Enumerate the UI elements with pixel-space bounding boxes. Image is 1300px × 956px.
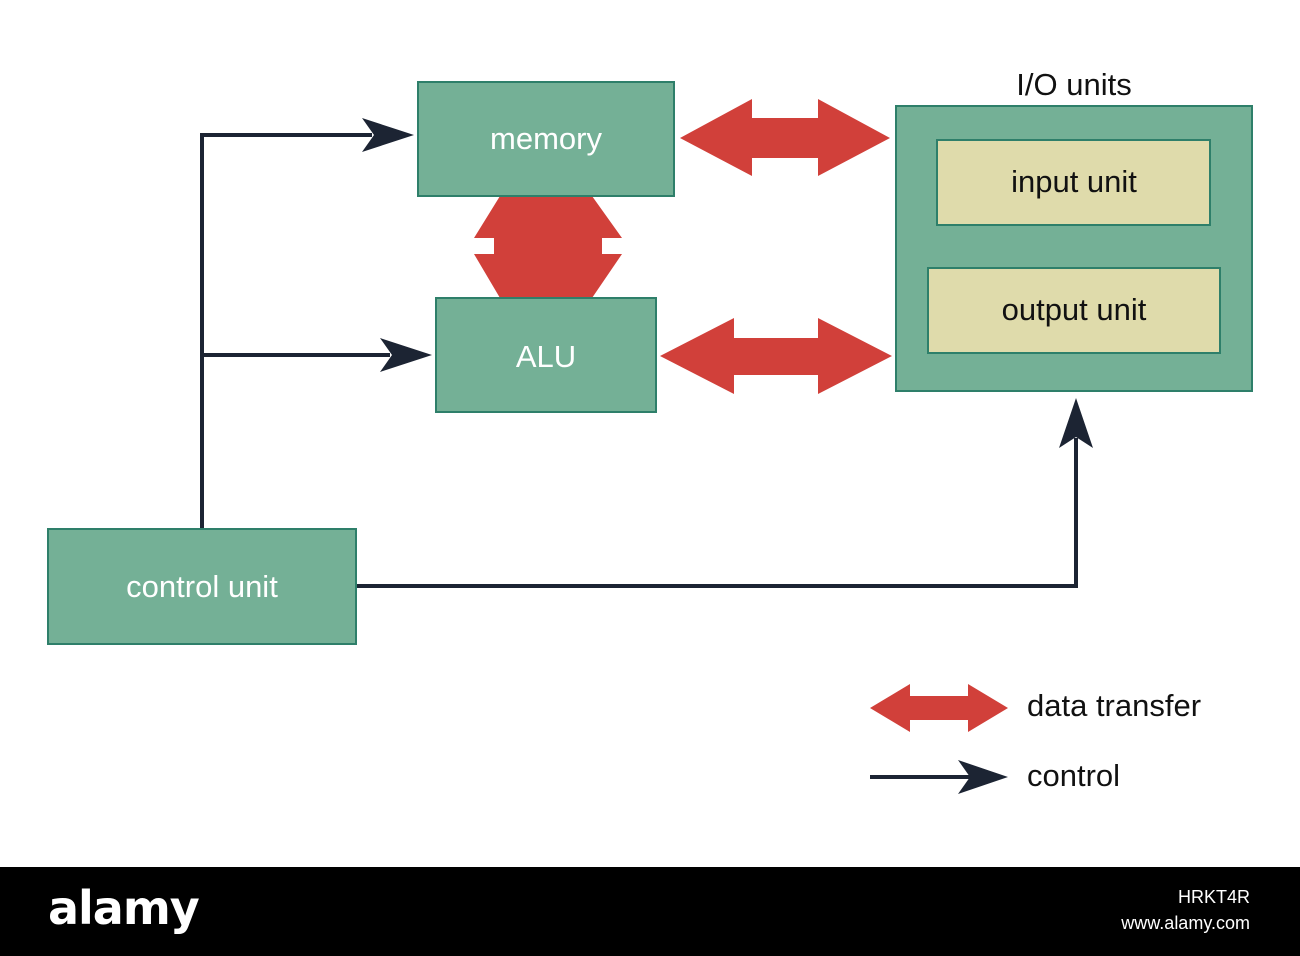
legend-data-arrow-icon [870, 684, 1008, 732]
control-arrowhead-alu [380, 338, 432, 372]
architecture-diagram: memory ALU control unit I/O units input … [47, 67, 1253, 794]
control-arrowhead-memory [362, 118, 414, 152]
control-edge-to-io [357, 438, 1078, 588]
memory-box: memory [417, 81, 675, 197]
output-unit-box: output unit [927, 267, 1221, 354]
memory-label: memory [490, 121, 602, 156]
site-url-text: www.alamy.com [1121, 913, 1250, 933]
legend: data transfer control [870, 684, 1201, 794]
control-arrowhead-io [1059, 398, 1093, 448]
legend-control-label: control [1027, 758, 1120, 793]
input-unit-box: input unit [936, 139, 1211, 226]
legend-control-arrowhead-icon [958, 760, 1008, 794]
control-edge-to-memory [200, 133, 372, 528]
data-arrows [474, 99, 892, 394]
watermark-footer: alamy HRKT4R www.alamy.com [0, 867, 1300, 956]
alamy-logo: alamy [48, 881, 200, 935]
control-unit-label: control unit [126, 569, 278, 604]
input-unit-label: input unit [1011, 164, 1137, 199]
data-arrow-alu-io [660, 318, 892, 394]
alu-box: ALU [435, 297, 657, 413]
legend-data-transfer-label: data transfer [1027, 688, 1201, 723]
io-units-title: I/O units [1016, 67, 1131, 102]
data-arrow-memory-alu [474, 196, 622, 298]
control-lines [200, 133, 1078, 588]
control-unit-box: control unit [47, 528, 357, 645]
data-arrow-memory-io [680, 99, 890, 176]
image-id-text: HRKT4R [1177, 887, 1250, 907]
control-arrowheads [362, 118, 1093, 448]
io-units-box: input unit output unit [895, 105, 1253, 392]
alu-label: ALU [516, 339, 576, 374]
output-unit-label: output unit [1002, 292, 1147, 327]
